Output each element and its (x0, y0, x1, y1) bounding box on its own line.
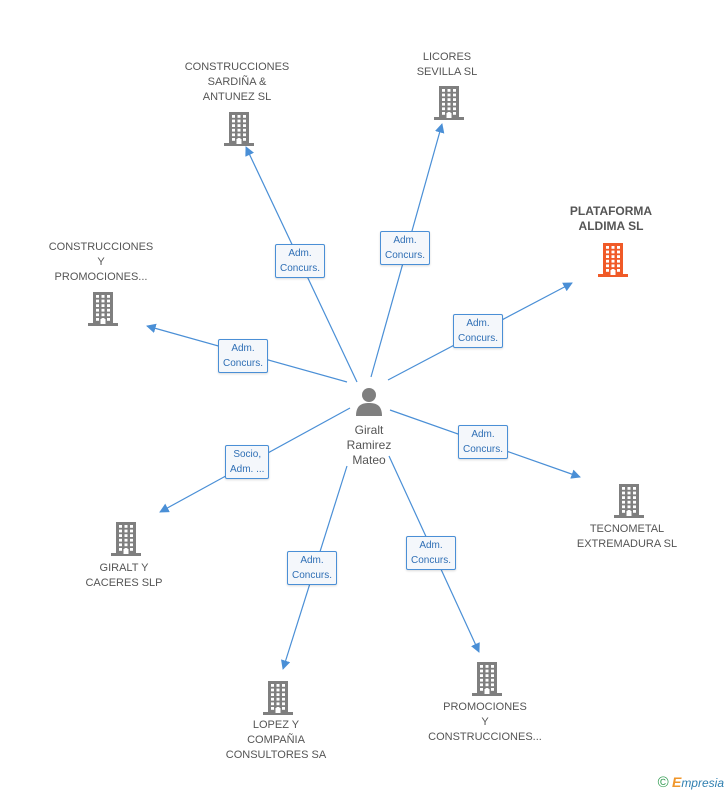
building-icon (472, 662, 502, 696)
edge-label-promociones-construcciones[interactable]: Adm. Concurs. (406, 536, 457, 570)
company-label-giralt-caceres[interactable]: GIRALT Y CACERES SLP (85, 562, 163, 589)
company-node-tecnometal[interactable] (614, 484, 644, 523)
edge-label-lopez-compania[interactable]: Adm. Concurs. (287, 551, 338, 585)
company-label-lopez-compania[interactable]: LOPEZ Y COMPAÑIA CONSULTORES SA (225, 719, 327, 761)
company-node-promociones-construcciones[interactable] (472, 662, 502, 701)
edge-label-tecnometal[interactable]: Adm. Concurs. (458, 425, 509, 459)
edge-label-construcciones-promociones[interactable]: Adm. Concurs. (218, 339, 269, 373)
company-label-licores-sevilla[interactable]: LICORES SEVILLA SL (416, 51, 478, 78)
footer-brand: © Empresia (658, 774, 724, 791)
company-node-plataforma-aldima[interactable] (598, 243, 628, 282)
building-icon (224, 112, 254, 146)
center-person-label: Giralt Ramirez Mateo (346, 423, 392, 467)
person-icon (356, 388, 382, 416)
brand-initial: E (671, 774, 682, 790)
company-node-giralt-caceres[interactable] (111, 522, 141, 561)
building-icon (263, 681, 293, 715)
company-label-tecnometal[interactable]: TECNOMETAL EXTREMADURA SL (576, 523, 678, 550)
center-person[interactable] (352, 386, 386, 420)
company-label-plataforma-aldima[interactable]: PLATAFORMA ALDIMA SL (569, 204, 653, 233)
company-label-construcciones-promociones[interactable]: CONSTRUCCIONES Y PROMOCIONES... (48, 241, 154, 283)
building-icon (598, 243, 628, 277)
building-icon (111, 522, 141, 556)
building-icon (614, 484, 644, 518)
edge-label-construcciones-sardina[interactable]: Adm. Concurs. (275, 244, 326, 278)
edge-label-plataforma-aldima[interactable]: Adm. Concurs. (453, 314, 504, 348)
edge-label-licores-sevilla[interactable]: Adm. Concurs. (380, 231, 431, 265)
company-node-construcciones-promociones[interactable] (88, 292, 118, 331)
company-node-lopez-compania[interactable] (263, 681, 293, 720)
company-node-construcciones-sardina[interactable] (224, 112, 254, 151)
company-label-construcciones-sardina[interactable]: CONSTRUCCIONES SARDIÑA & ANTUNEZ SL (184, 61, 290, 103)
brand-rest: mpresia (681, 776, 724, 790)
company-label-promociones-construcciones[interactable]: PROMOCIONES Y CONSTRUCCIONES... (428, 701, 542, 743)
edge-label-giralt-caceres[interactable]: Socio, Adm. ... (225, 445, 270, 479)
copyright-icon: © (657, 774, 669, 791)
company-node-licores-sevilla[interactable] (434, 86, 464, 125)
building-icon (88, 292, 118, 326)
building-icon (434, 86, 464, 120)
